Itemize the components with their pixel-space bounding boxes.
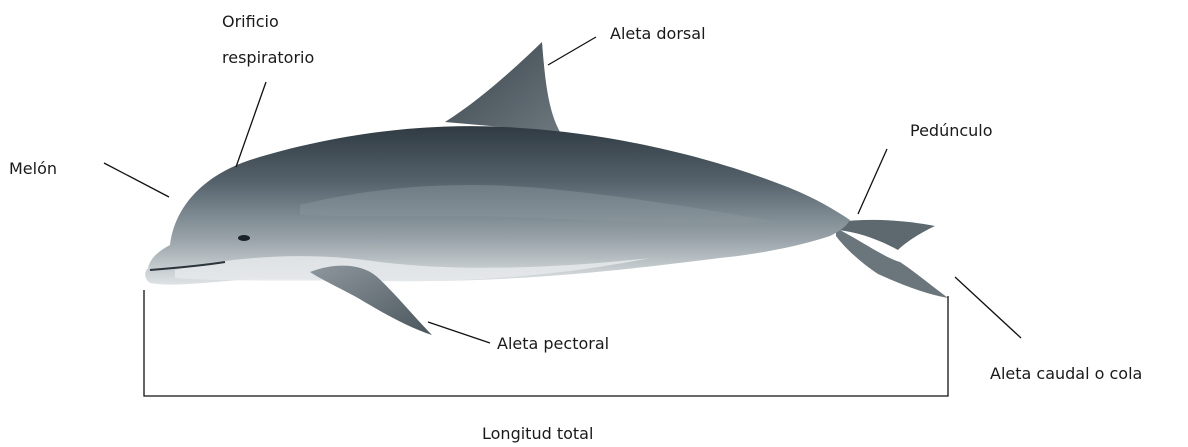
peduncle-leader	[858, 149, 887, 214]
blowhole-leader	[236, 82, 266, 167]
label-total-length: Longitud total	[482, 420, 593, 447]
pectoral-leader	[428, 322, 490, 343]
label-melon: Melón	[9, 155, 57, 182]
label-blowhole-line1: Orificio	[222, 8, 279, 35]
dorsal-leader	[548, 37, 596, 65]
label-peduncle: Pedúnculo	[910, 117, 993, 144]
caudal-leader	[955, 277, 1021, 338]
label-dorsal-fin: Aleta dorsal	[610, 20, 706, 47]
eye-shape	[238, 235, 250, 241]
label-blowhole-line2: respiratorio	[222, 44, 314, 71]
melon-leader	[104, 163, 169, 197]
label-caudal-fin: Aleta caudal o cola	[990, 360, 1142, 387]
label-pectoral-fin: Aleta pectoral	[497, 330, 609, 357]
dorsal-fin-shape	[445, 42, 560, 132]
